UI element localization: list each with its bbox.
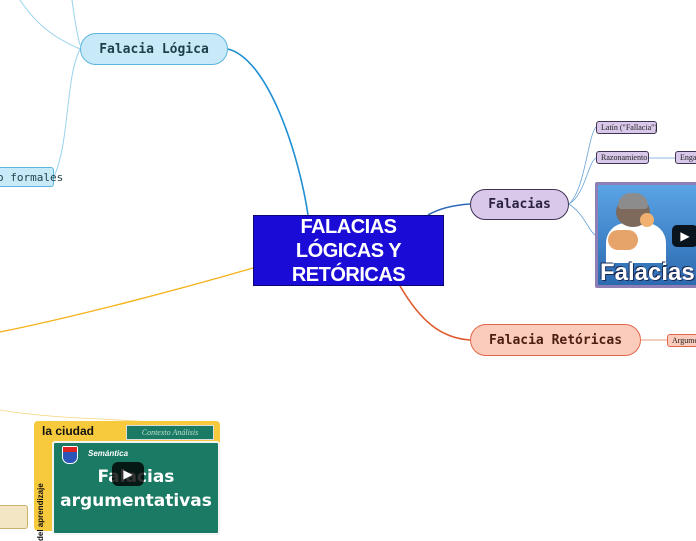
link-logica-down: [53, 48, 81, 178]
character-arm: [608, 230, 638, 250]
subtopic-razonamiento[interactable]: Razonamiento: [596, 151, 649, 164]
link-latin: [568, 126, 597, 205]
link-logica: [227, 48, 309, 216]
link-left-orange: [0, 267, 254, 333]
link-logica-up: [19, 0, 81, 50]
card-tag: Contexto Análisis: [126, 425, 214, 440]
topic-label: Falacia Lógica: [99, 41, 209, 57]
subtopic-engano[interactable]: Engaño: [675, 151, 696, 164]
subtopic-label: Razonamiento: [601, 153, 648, 162]
offscreen-node[interactable]: [0, 505, 28, 529]
video-card-argumentativas[interactable]: la ciudad Contexto Análisis del aprendiz…: [34, 421, 220, 541]
card-city: la ciudad: [42, 424, 95, 438]
subtopic-label: Argumento: [672, 336, 696, 345]
topic-falacia-logica[interactable]: Falacia Lógica: [80, 33, 228, 65]
central-title: FALACIAS LÓGICAS Y RETÓRICAS: [291, 215, 406, 286]
character-face: [640, 213, 654, 227]
topic-falacias[interactable]: Falacias: [470, 189, 569, 220]
card-big-line2: argumentativas: [60, 491, 212, 511]
card-side-label: del aprendizaje: [36, 483, 45, 541]
link-falacias: [427, 203, 471, 216]
play-icon[interactable]: ▶: [112, 462, 144, 486]
link-razon: [568, 157, 597, 205]
subtopic-argumento[interactable]: Argumento: [667, 334, 696, 347]
video-title: Falacias: [600, 259, 695, 286]
central-topic[interactable]: FALACIAS LÓGICAS Y RETÓRICAS: [253, 215, 444, 286]
topic-label: o formales: [0, 170, 64, 184]
link-video: [568, 203, 596, 236]
topic-label: Falacias: [488, 197, 551, 212]
link-logica-up2: [71, 0, 81, 46]
subtopic-latin[interactable]: Latín ("Fallacia"): [596, 121, 657, 134]
subtopic-label: Engaño: [680, 153, 696, 162]
topic-falacia-retoricas[interactable]: Falacia Retóricas: [470, 324, 641, 356]
play-icon[interactable]: ▶: [672, 225, 696, 247]
card-semantica: Semántica: [88, 449, 129, 458]
topic-label: Falacia Retóricas: [488, 332, 623, 348]
link-retoricas: [399, 285, 471, 341]
shield-icon: [62, 446, 78, 464]
card-inner-panel: [52, 441, 220, 535]
subtopic-label: Latín ("Fallacia"): [601, 123, 658, 132]
video-thumbnail-falacias[interactable]: ▶ Falacias: [595, 182, 696, 288]
topic-formales[interactable]: o formales: [0, 167, 63, 187]
character-helmet: [618, 193, 648, 209]
